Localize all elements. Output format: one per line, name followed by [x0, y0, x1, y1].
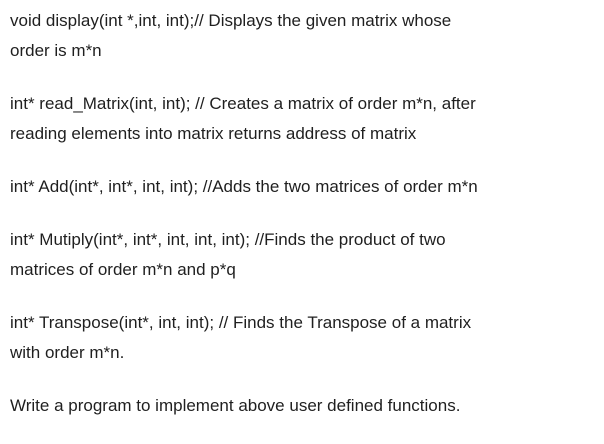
text-line: int* Mutiply(int*, int*, int, int, int);… [10, 230, 446, 249]
document-body: void display(int *,int, int);// Displays… [10, 6, 604, 444]
paragraph-display-function: void display(int *,int, int);// Displays… [10, 6, 604, 66]
text-line: matrices of order m*n and p*q [10, 260, 236, 279]
text-line: with order m*n. [10, 343, 125, 362]
paragraph-multiply-function: int* Mutiply(int*, int*, int, int, int);… [10, 225, 604, 285]
text-line: int* read_Matrix(int, int); // Creates a… [10, 94, 476, 113]
text-line: Write a program to implement above user … [10, 396, 461, 415]
text-line: int* Add(int*, int*, int, int); //Adds t… [10, 177, 478, 196]
paragraph-transpose-function: int* Transpose(int*, int, int); // Finds… [10, 308, 604, 368]
paragraph-read-matrix-function: int* read_Matrix(int, int); // Creates a… [10, 89, 604, 149]
text-line: void display(int *,int, int);// Displays… [10, 11, 452, 30]
text-line: order is m*n [10, 41, 102, 60]
text-line: reading elements into matrix returns add… [10, 124, 417, 143]
paragraph-add-function: int* Add(int*, int*, int, int); //Adds t… [10, 172, 604, 202]
text-line: int* Transpose(int*, int, int); // Finds… [10, 313, 472, 332]
paragraph-task-statement: Write a program to implement above user … [10, 391, 604, 421]
